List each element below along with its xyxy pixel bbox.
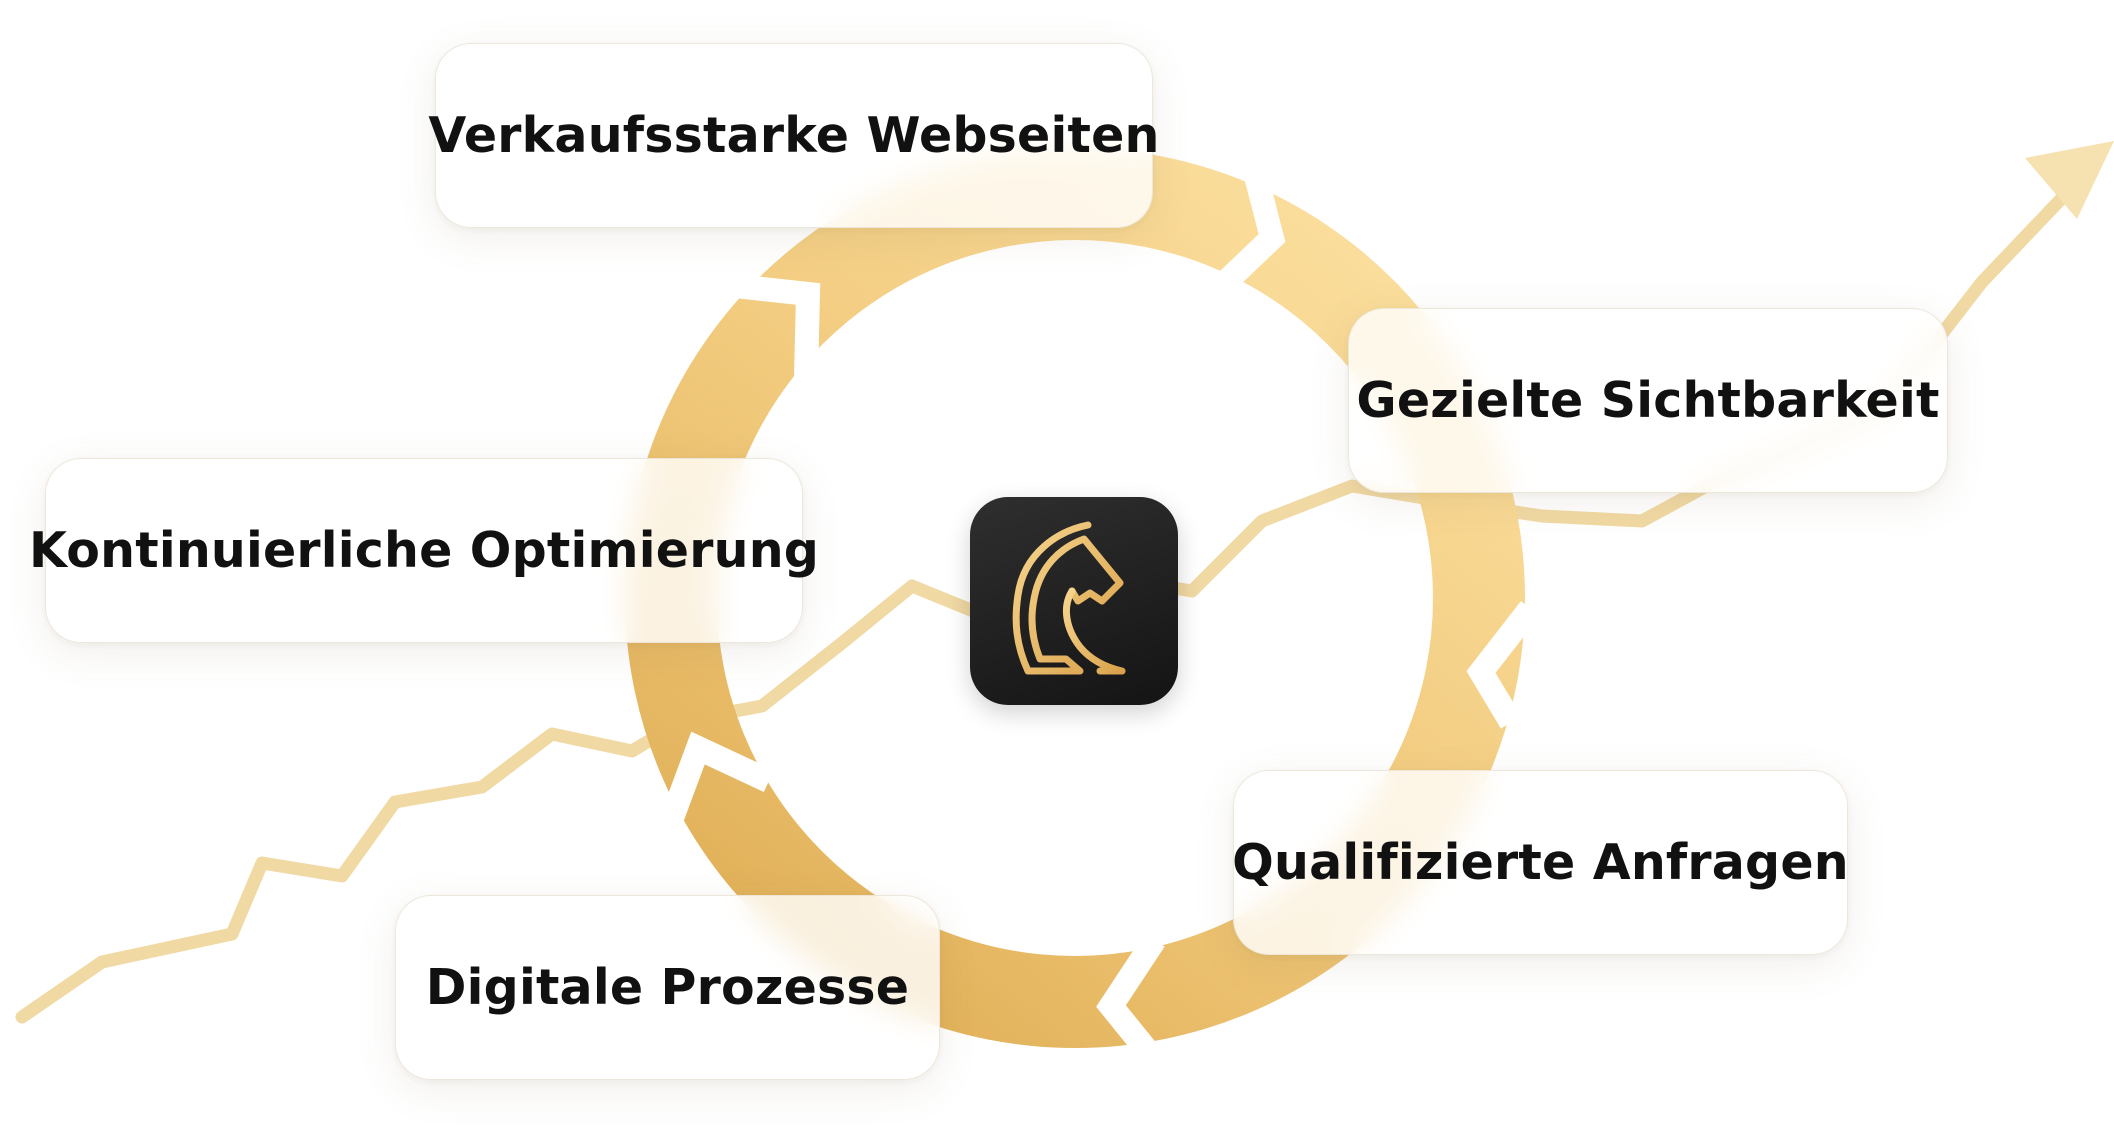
step-card-digitale-prozesse: Digitale Prozesse [395, 895, 940, 1080]
step-label: Kontinuierliche Optimierung [28, 522, 820, 579]
horse-head-logo-icon [1012, 521, 1126, 675]
step-card-qualifizierte-anfragen: Qualifizierte Anfragen [1232, 770, 1849, 955]
step-card-gezielte-sichtbarkeit: Gezielte Sichtbarkeit [1348, 308, 1948, 493]
ring-cut-3 [1096, 933, 1170, 1075]
growth-arrow-head-icon [2025, 141, 2114, 219]
ring-cut-5 [712, 271, 821, 390]
ring-segment-cuts [659, 153, 1540, 1075]
ring-cut-4 [659, 731, 774, 826]
step-label: Qualifizierte Anfragen [1232, 834, 1849, 891]
step-card-verkaufsstarke-webseiten: Verkaufsstarke Webseiten [428, 43, 1159, 228]
step-label: Verkaufsstarke Webseiten [428, 107, 1160, 164]
step-label: Digitale Prozesse [425, 959, 910, 1016]
step-card-kontinuierliche-optimierung: Kontinuierliche Optimierung [29, 458, 819, 643]
ring-cut-2 [1466, 601, 1540, 729]
ring-cut-1 [1213, 153, 1286, 295]
center-logo [970, 497, 1178, 705]
step-label: Gezielte Sichtbarkeit [1356, 372, 1940, 429]
